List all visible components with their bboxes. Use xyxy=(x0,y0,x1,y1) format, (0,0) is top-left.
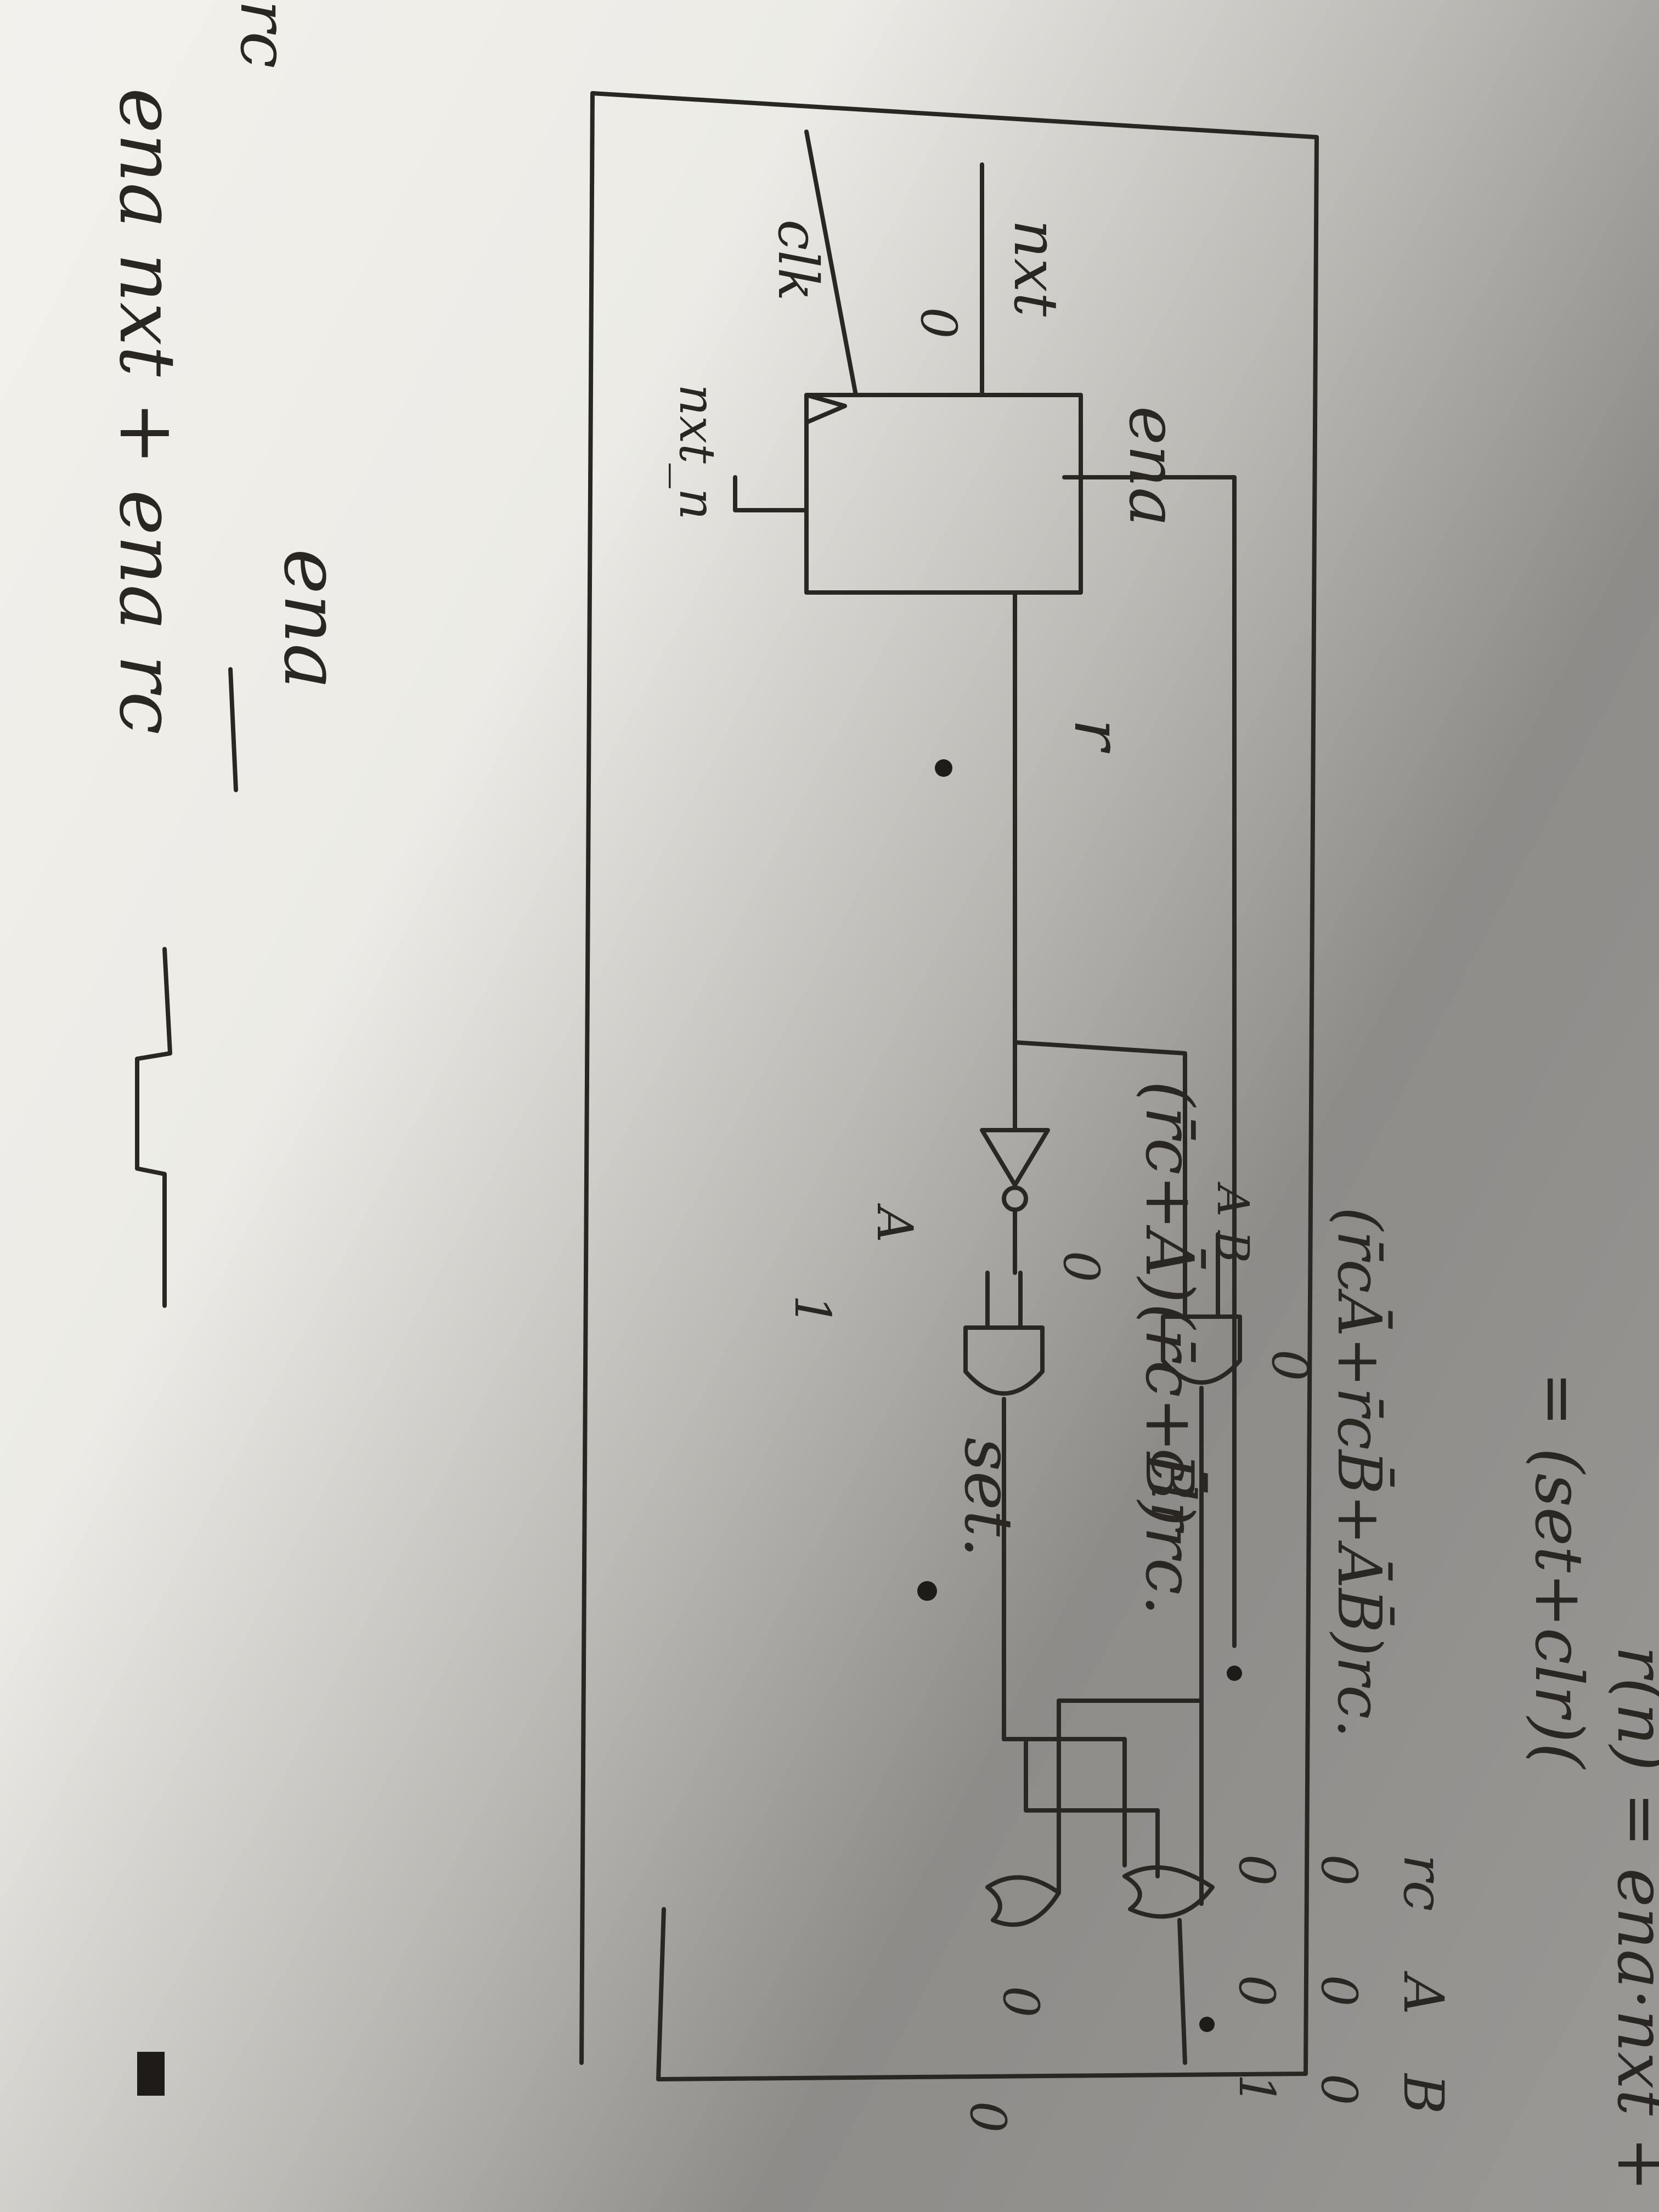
equation-ena-nxt: ena nxt + ena rc xyxy=(102,88,191,735)
equation-set-clr: = (set+clr)( xyxy=(1520,1372,1596,1770)
label-ena: ena xyxy=(1114,406,1190,527)
or-gate-bottom xyxy=(985,1875,1061,1927)
clk-wire xyxy=(804,129,858,397)
ink-dot xyxy=(935,759,952,777)
table-cell: 0 xyxy=(1228,1975,1285,2006)
equation-pos-1: (r̄c+Ā)(r̄c+B̄)rc. xyxy=(1131,1081,1208,1616)
ink-dot xyxy=(917,1581,937,1601)
label-zero-or: 0 xyxy=(992,1986,1049,2017)
equation-rn: r(n) = ena·nxt + xyxy=(1602,1646,1659,2192)
label-ab: A B xyxy=(1207,1181,1259,1263)
table-header-rc: rc xyxy=(1391,1854,1455,1911)
ink-dot xyxy=(1227,1666,1242,1681)
label-bar-one: 1 xyxy=(783,1295,841,1326)
square-wave xyxy=(135,947,172,1308)
table-cell: 0 xyxy=(1310,2074,1368,2105)
equation-ena: ena xyxy=(267,549,356,689)
inverter-bubble xyxy=(1002,1186,1028,1212)
table-cell: 0 xyxy=(1310,1975,1368,2006)
flip-flop-box xyxy=(804,393,1083,595)
crossover-wires xyxy=(1002,1699,1204,1906)
or-output-wire xyxy=(1177,1918,1187,2065)
label-nxt: nxt xyxy=(1001,219,1071,317)
table-header-a: A xyxy=(1391,1971,1455,2015)
label-nxt-n: nxt_n xyxy=(668,384,726,520)
label-set-bar-zero: 0 xyxy=(1261,1350,1318,1381)
set-gate-input-wire xyxy=(985,1271,1023,1330)
clr-gate-input-wire xyxy=(1183,1232,1220,1319)
nxt-n-wire xyxy=(733,475,809,512)
outer-loop-left-wire xyxy=(579,91,595,2065)
r-branch-wire xyxy=(1013,1040,1187,1253)
label-clk: clk xyxy=(766,219,830,301)
label-a: A xyxy=(866,1203,923,1243)
table-cell: 0 xyxy=(1228,1854,1285,1886)
table-cell: 1 xyxy=(1228,2074,1285,2105)
ink-smudge xyxy=(137,2052,165,2096)
label-clr: clr xyxy=(1138,1448,1208,1534)
table-header-b: B xyxy=(1391,2073,1455,2114)
ena-wire xyxy=(1062,475,1237,1648)
label-zero-nand: 0 xyxy=(1052,1251,1110,1282)
outer-loop-wire xyxy=(590,91,1319,2081)
label-r: r xyxy=(1059,719,1136,754)
ena-overline xyxy=(228,667,238,792)
table-cell: 0 xyxy=(1310,1854,1368,1886)
label-set: set. xyxy=(950,1437,1026,1558)
set-gate xyxy=(963,1325,1045,1396)
ink-dot xyxy=(1199,2017,1215,2032)
equation-pos-2: (r̄cĀ+r̄cB̄+ĀB̄)rc. xyxy=(1324,1207,1395,1738)
label-zero-in: 0 xyxy=(910,307,967,338)
equation-rc: rc xyxy=(225,0,302,69)
or-gate-top xyxy=(1122,1865,1215,1919)
clr-gate xyxy=(1161,1314,1242,1385)
clock-triangle xyxy=(804,393,847,425)
inverter-triangle xyxy=(980,1128,1050,1187)
label-zero-right: 0 xyxy=(959,2101,1017,2132)
